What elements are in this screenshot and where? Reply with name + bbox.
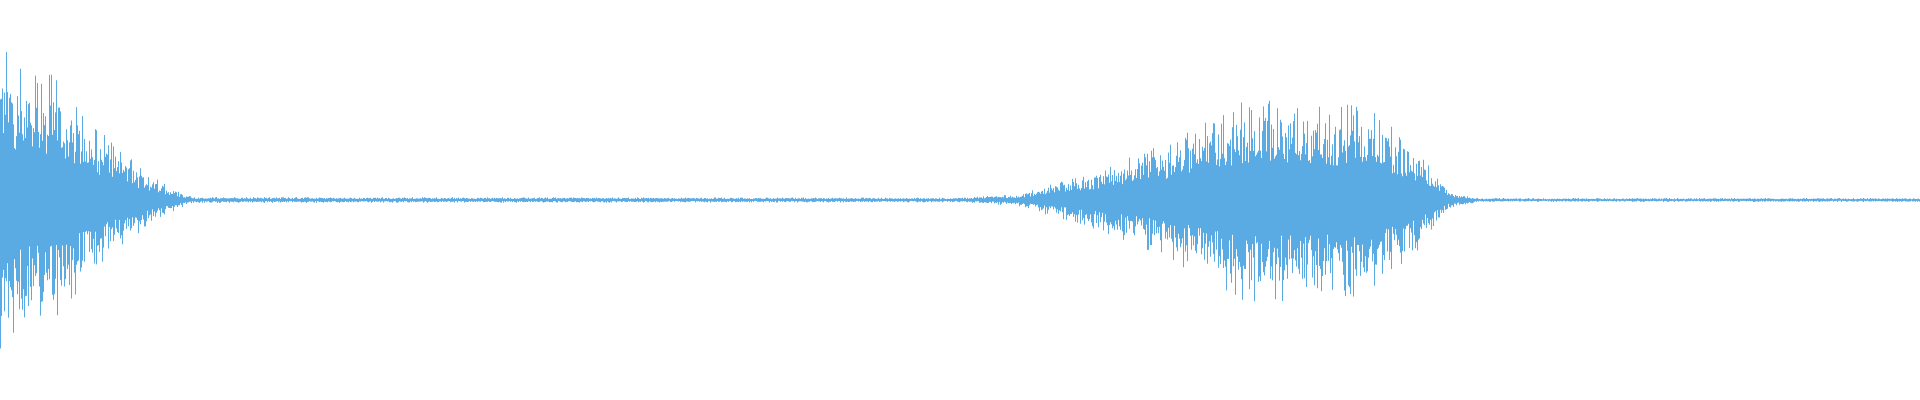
waveform-samples: [0, 51, 1920, 349]
